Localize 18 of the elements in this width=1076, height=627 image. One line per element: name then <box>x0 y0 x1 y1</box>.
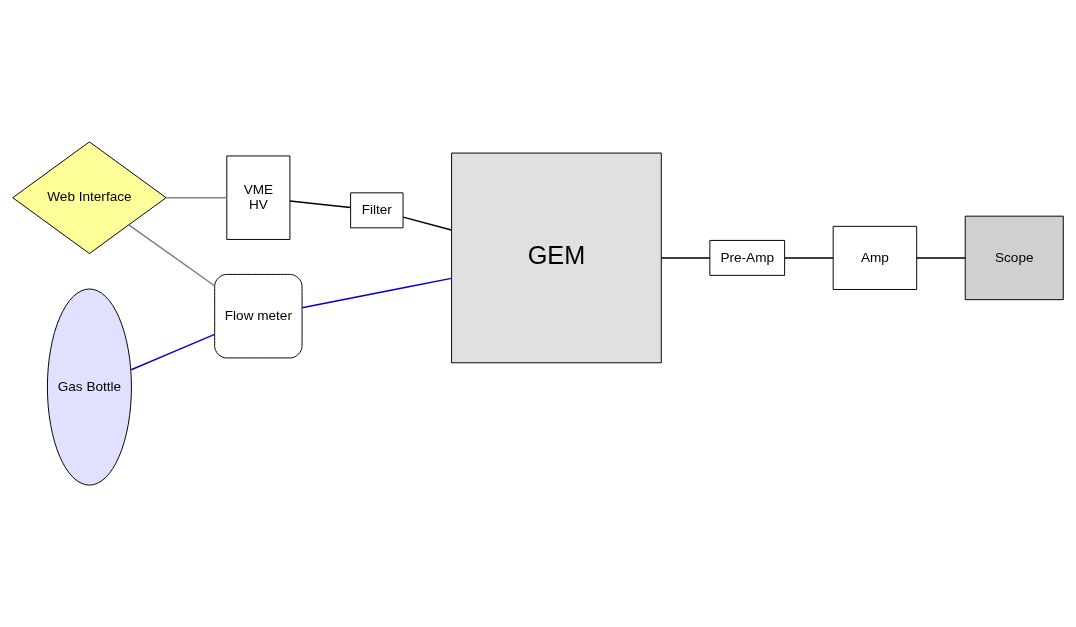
connector <box>916 257 966 259</box>
connector <box>784 257 834 259</box>
connector <box>165 197 228 199</box>
connector <box>128 224 216 287</box>
connector <box>130 333 216 371</box>
node-box: Filter <box>350 192 404 229</box>
connector <box>289 200 352 209</box>
connector <box>402 216 452 231</box>
node-diamond: Web Interface <box>12 141 167 255</box>
connector <box>301 277 453 309</box>
node-box: Scope <box>964 215 1064 301</box>
node-box: VME HV <box>226 155 291 240</box>
node-ellipse: Gas Bottle <box>46 288 132 486</box>
node-box: Amp <box>832 225 918 290</box>
connector <box>660 257 711 259</box>
node-box: Pre-Amp <box>709 239 786 276</box>
node-box: GEM <box>451 152 662 364</box>
node-box: Flow meter <box>214 273 303 359</box>
